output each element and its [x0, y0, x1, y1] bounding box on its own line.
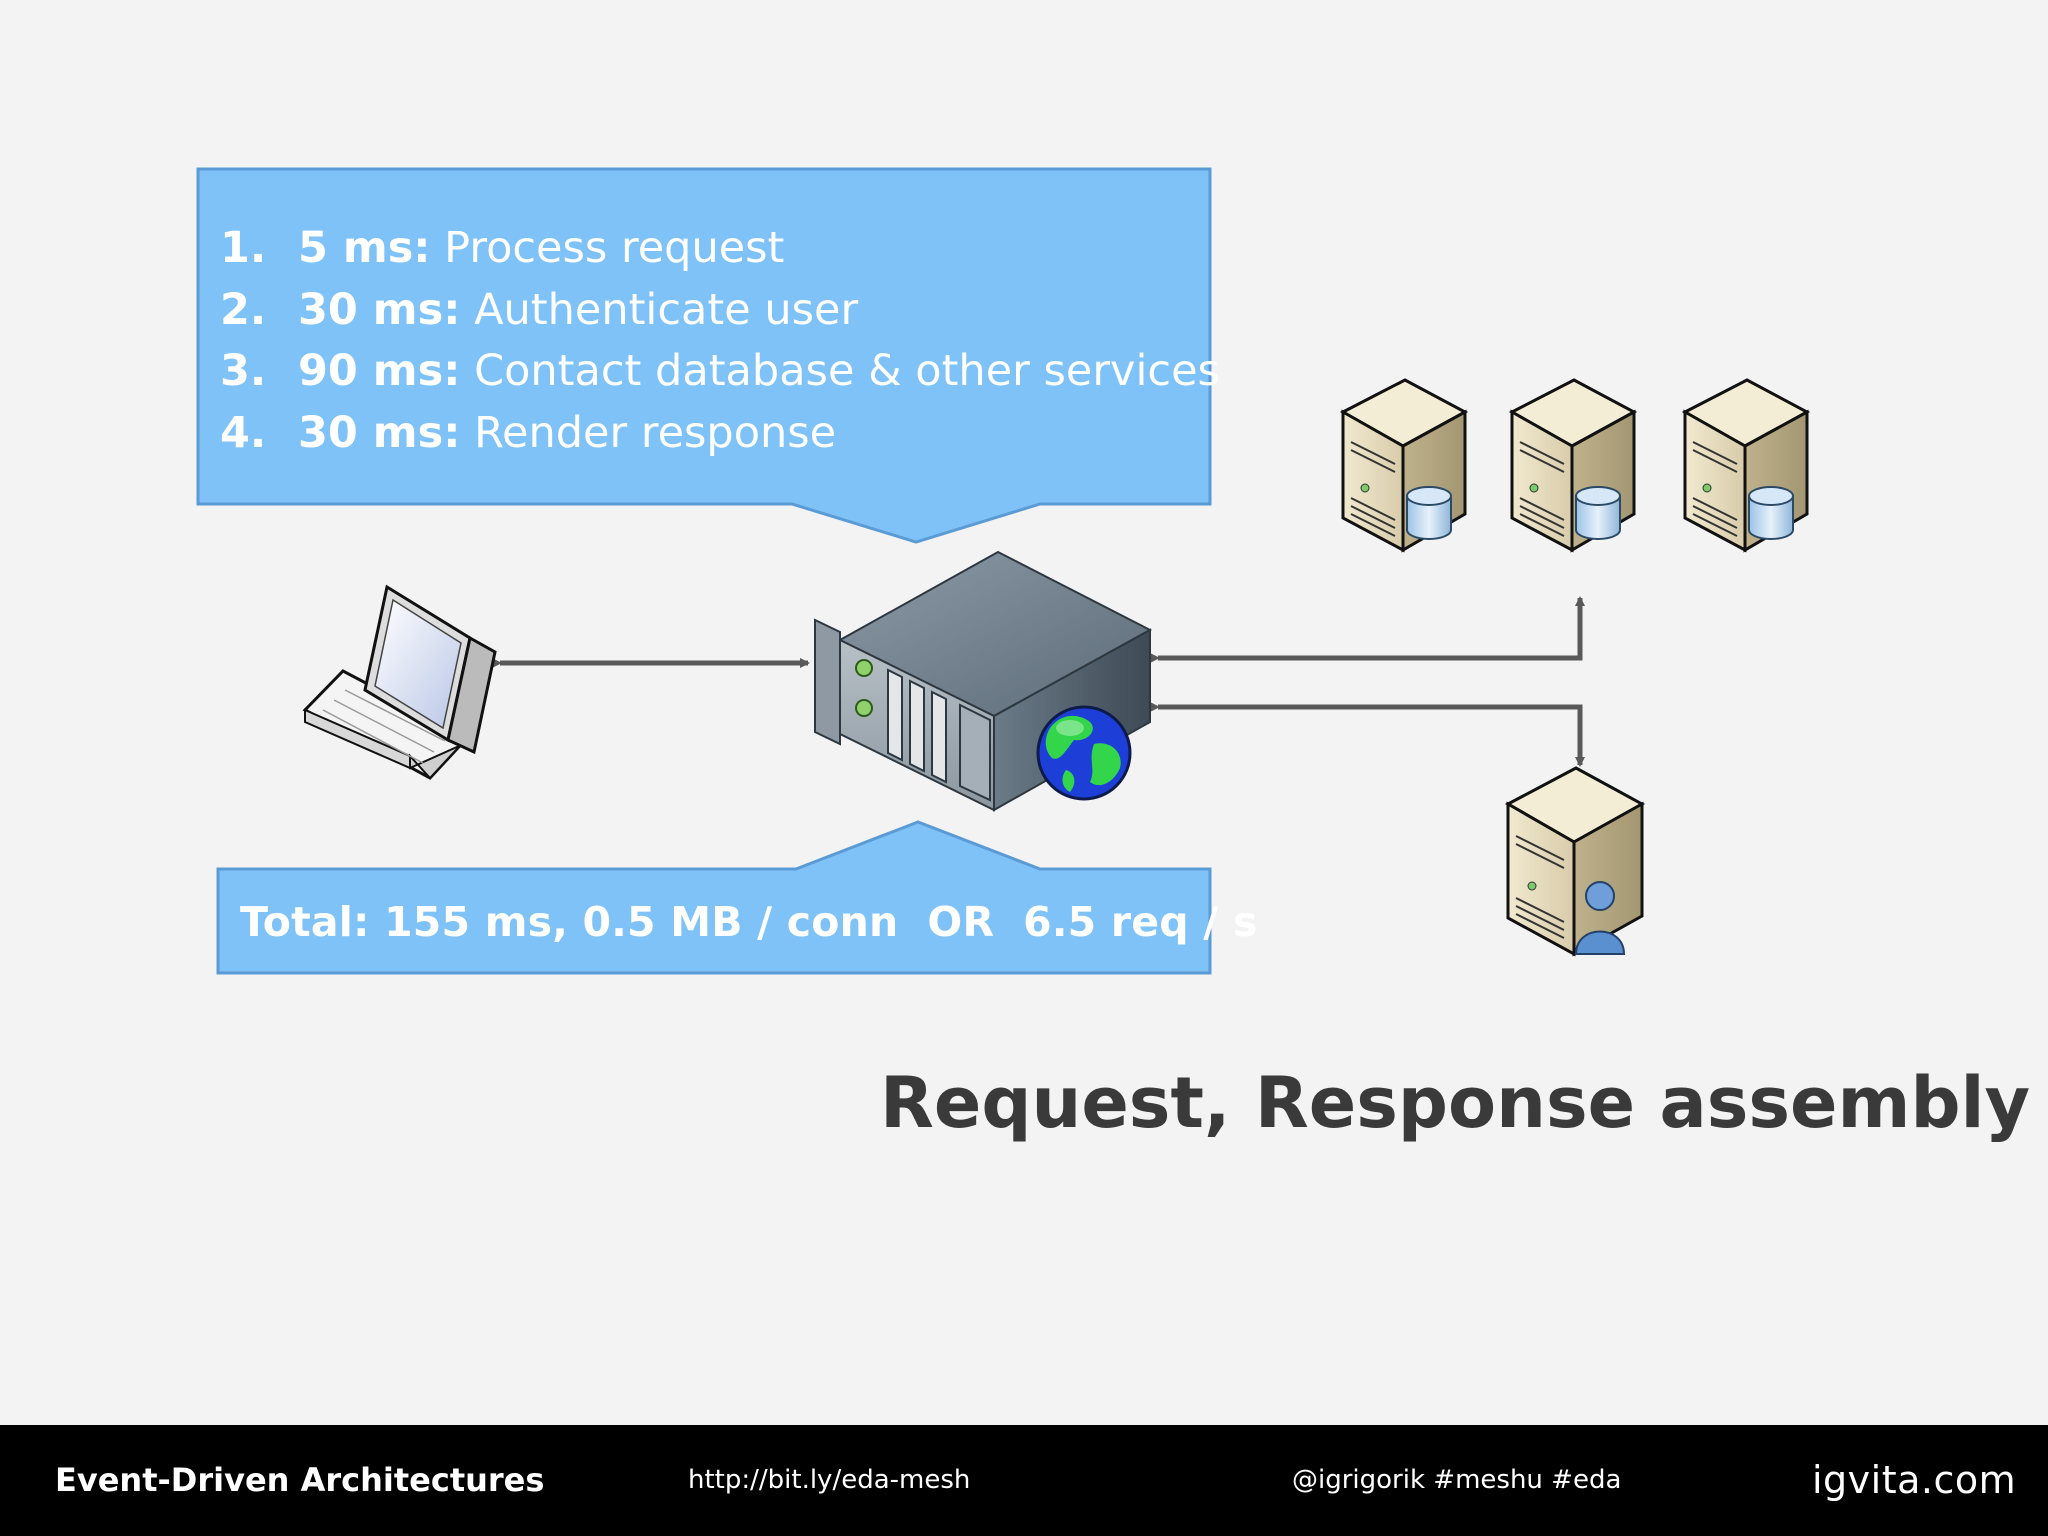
arrow-server-databases [1150, 596, 1585, 663]
step-duration: 5 ms: [298, 223, 431, 273]
steps-callout [196, 167, 1212, 544]
step-item: 1. 5 ms: Process request [220, 218, 1220, 280]
step-item: 3. 90 ms: Contact database & other servic… [220, 341, 1220, 403]
slide-title: Request, Response assembly [880, 1062, 2031, 1144]
step-number: 3. [220, 346, 267, 396]
total-summary: Total: 155 ms, 0.5 MB / conn OR 6.5 req … [240, 898, 1258, 946]
globe-icon [1036, 705, 1132, 801]
architecture-diagram [196, 167, 1811, 975]
arrow-server-auth [1150, 702, 1585, 767]
step-duration: 30 ms: [298, 284, 461, 335]
step-number: 2. [220, 284, 267, 335]
footer-link[interactable]: http://bit.ly/eda-mesh [688, 1465, 971, 1495]
step-label: Authenticate user [474, 284, 859, 335]
step-item: 2. 30 ms: Authenticate user [220, 280, 1220, 342]
step-label: Render response [474, 407, 837, 458]
step-number: 4. [220, 407, 267, 458]
footer-title: Event-Driven Architectures [55, 1461, 545, 1499]
database-server-icon [1508, 378, 1638, 553]
step-label: Process request [444, 223, 785, 273]
step-number: 1. [220, 223, 267, 273]
step-item: 4. 30 ms: Render response [220, 403, 1220, 465]
step-label: Contact database & other services [474, 346, 1220, 396]
database-server-icon [1681, 378, 1811, 553]
footer-bar: Event-Driven Architectures http://bit.ly… [0, 1425, 2048, 1536]
database-server-icon [1339, 378, 1469, 553]
footer-handle: @igrigorik #meshu #eda [1292, 1465, 1622, 1495]
step-duration: 90 ms: [298, 346, 461, 396]
footer-brand: igvita.com [1812, 1458, 2017, 1502]
laptop-icon [302, 584, 497, 780]
steps-list: 1. 5 ms: Process request 2. 30 ms: Authent… [220, 218, 1220, 464]
total-callout [216, 820, 1212, 975]
step-duration: 30 ms: [298, 407, 461, 458]
user-directory-server-icon [1504, 766, 1646, 957]
